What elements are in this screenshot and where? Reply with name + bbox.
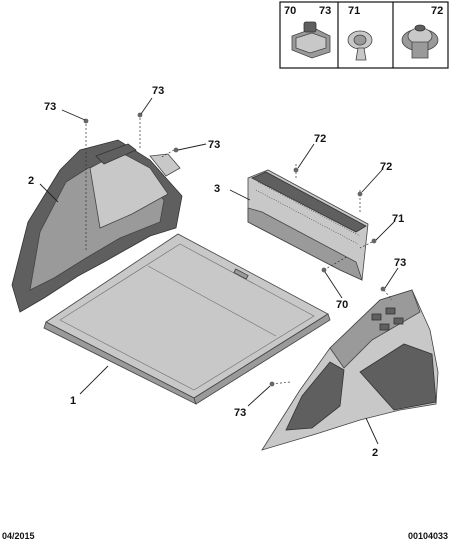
inset-label-71: 71 xyxy=(348,5,360,17)
callout-2: 2 xyxy=(28,175,34,187)
callout-71: 71 xyxy=(392,213,404,225)
rivet-icon xyxy=(401,24,439,59)
fastener-dot xyxy=(371,238,377,244)
fastener-dot xyxy=(321,267,327,273)
callout-1: 1 xyxy=(70,395,76,407)
callout-2: 2 xyxy=(372,447,378,459)
callout-3: 3 xyxy=(214,183,220,195)
fastener-dot xyxy=(357,191,363,197)
leader-lines xyxy=(39,97,399,445)
right-side-trim-panel xyxy=(261,289,439,451)
clip-assembly-icon xyxy=(291,21,331,59)
footer-reference: 00104033 xyxy=(407,531,448,541)
rear-parcel-shelf xyxy=(247,169,369,281)
fastener-dot xyxy=(173,147,179,153)
inset-label-70: 70 xyxy=(284,5,296,17)
callout-73: 73 xyxy=(152,85,164,97)
callout-70: 70 xyxy=(336,299,348,311)
callout-73: 73 xyxy=(208,139,220,151)
callout-72: 72 xyxy=(380,161,392,173)
callout-73: 73 xyxy=(394,257,406,269)
callout-labels: 73 73 73 2 72 3 72 71 73 70 1 73 2 xyxy=(28,85,406,459)
fastener-dot xyxy=(293,167,299,173)
left-side-trim-panel xyxy=(11,139,183,313)
inset-label-72: 72 xyxy=(431,5,443,17)
callout-72: 72 xyxy=(314,133,326,145)
floor-mat xyxy=(43,233,331,405)
fastener-dot xyxy=(269,381,275,387)
fastener-inset: 70 73 71 72 xyxy=(279,1,449,69)
inset-label-73: 73 xyxy=(319,5,331,17)
callout-73: 73 xyxy=(234,407,246,419)
fastener-dot xyxy=(380,286,386,292)
footer-date: 04/2015 xyxy=(2,531,35,541)
fastener-dots xyxy=(83,112,386,387)
push-pin-icon xyxy=(347,30,373,61)
callout-73: 73 xyxy=(44,101,56,113)
